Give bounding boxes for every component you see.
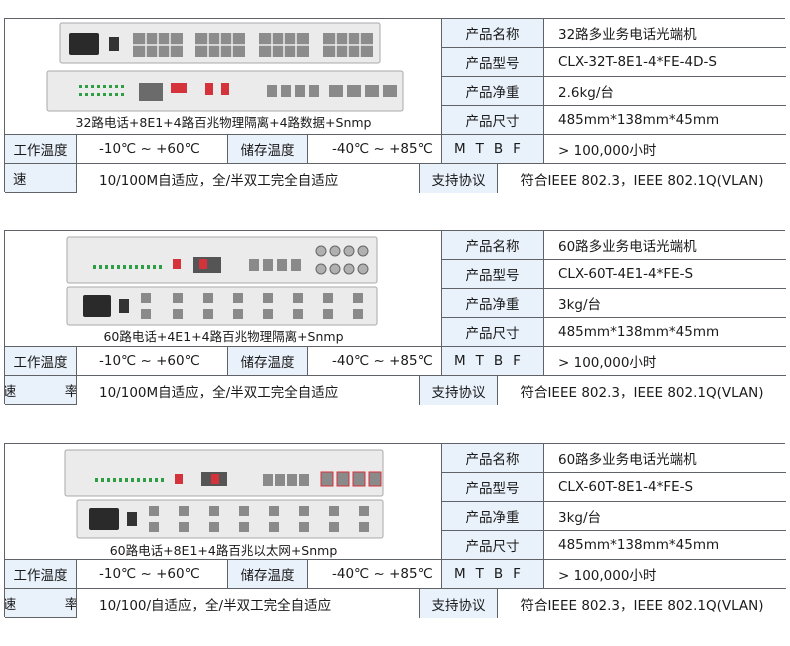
work-temp-value: -10℃ ~ +60℃ [77, 560, 228, 589]
spec-value: 32路多业务电话光端机 [544, 19, 786, 48]
spec-label: 产品型号 [442, 473, 544, 502]
spec-label: 产品净重 [442, 77, 544, 106]
spec-label: 产品净重 [442, 502, 544, 531]
mtbf-value: > 100,000小时 [544, 560, 786, 589]
rate-label: 速 率 [5, 589, 77, 618]
spec-value: CLX-32T-8E1-4*FE-4D-S [544, 48, 786, 77]
device-image [46, 22, 404, 112]
product-block-3: 60路电话+8E1+4路百兆以太网+Snmp 产品名称 60路多业务电话光端机 … [4, 443, 786, 618]
spec-value: 60路多业务电话光端机 [544, 444, 786, 473]
spec-label: 产品名称 [442, 19, 544, 48]
product-caption: 60路电话+8E1+4路百兆以太网+Snmp [109, 543, 338, 558]
spec-value: 3kg/台 [544, 502, 786, 531]
product-photo-area: 60路电话+4E1+4路百兆物理隔离+Snmp [5, 231, 442, 347]
spec-label: 产品尺寸 [442, 531, 544, 560]
product-block-2: 60路电话+4E1+4路百兆物理隔离+Snmp 产品名称 60路多业务电话光端机… [4, 230, 786, 405]
storage-temp-value: -40℃ ~ +85℃ [308, 347, 442, 376]
protocol-value: 符合IEEE 802.3，IEEE 802.1Q(VLAN) [498, 376, 786, 405]
device-image [66, 236, 378, 326]
storage-temp-label: 储存温度 [228, 347, 308, 376]
protocol-label: 支持协议 [420, 164, 498, 193]
work-temp-value: -10℃ ~ +60℃ [77, 347, 228, 376]
spec-label: 产品净重 [442, 289, 544, 318]
product-photo-area: 32路电话+8E1+4路百兆物理隔离+4路数据+Snmp [5, 19, 442, 135]
spec-value: CLX-60T-8E1-4*FE-S [544, 473, 786, 502]
spec-label: 产品型号 [442, 48, 544, 77]
product-caption: 60路电话+4E1+4路百兆物理隔离+Snmp [103, 329, 344, 344]
rate-value: 10/100M自适应，全/半双工完全自适应 [77, 376, 420, 405]
spec-value: 2.6kg/台 [544, 77, 786, 106]
spec-label: 产品型号 [442, 260, 544, 289]
spec-value: 485mm*138mm*45mm [544, 318, 786, 347]
spec-value: CLX-60T-4E1-4*FE-S [544, 260, 786, 289]
spec-label: 产品名称 [442, 231, 544, 260]
protocol-value: 符合IEEE 802.3，IEEE 802.1Q(VLAN) [498, 589, 786, 618]
mtbf-value: > 100,000小时 [544, 347, 786, 376]
storage-temp-value: -40℃ ~ +85℃ [308, 560, 442, 589]
mtbf-label: MTBF [442, 560, 544, 589]
rate-value: 10/100/自适应，全/半双工完全自适应 [77, 589, 420, 618]
storage-temp-label: 储存温度 [228, 560, 308, 589]
protocol-label: 支持协议 [420, 376, 498, 405]
protocol-label: 支持协议 [420, 589, 498, 618]
product-caption: 32路电话+8E1+4路百兆物理隔离+4路数据+Snmp [75, 115, 372, 130]
protocol-value: 符合IEEE 802.3，IEEE 802.1Q(VLAN) [498, 164, 786, 193]
rate-label: 速 率 [5, 164, 77, 193]
spec-label: 产品尺寸 [442, 318, 544, 347]
mtbf-value: > 100,000小时 [544, 135, 786, 164]
work-temp-label: 工作温度 [5, 347, 77, 376]
rate-value: 10/100M自适应，全/半双工完全自适应 [77, 164, 420, 193]
rate-label-text: 速 率 [5, 597, 77, 613]
rate-label-text: 速 率 [5, 384, 77, 400]
work-temp-value: -10℃ ~ +60℃ [77, 135, 228, 164]
storage-temp-label: 储存温度 [228, 135, 308, 164]
spec-label: 产品名称 [442, 444, 544, 473]
mtbf-label: MTBF [442, 347, 544, 376]
spec-value: 60路多业务电话光端机 [544, 231, 786, 260]
mtbf-label: MTBF [442, 135, 544, 164]
device-image [64, 449, 384, 539]
work-temp-label: 工作温度 [5, 560, 77, 589]
storage-temp-value: -40℃ ~ +85℃ [308, 135, 442, 164]
product-photo-area: 60路电话+8E1+4路百兆以太网+Snmp [5, 444, 442, 560]
spec-label: 产品尺寸 [442, 106, 544, 135]
rate-label: 速 率 [5, 376, 77, 405]
spec-value: 485mm*138mm*45mm [544, 106, 786, 135]
rate-label-text: 速 率 [13, 172, 76, 188]
spec-value: 485mm*138mm*45mm [544, 531, 786, 560]
product-block-1: 32路电话+8E1+4路百兆物理隔离+4路数据+Snmp 产品名称 32路多业务… [4, 18, 786, 193]
work-temp-label: 工作温度 [5, 135, 77, 164]
spec-value: 3kg/台 [544, 289, 786, 318]
